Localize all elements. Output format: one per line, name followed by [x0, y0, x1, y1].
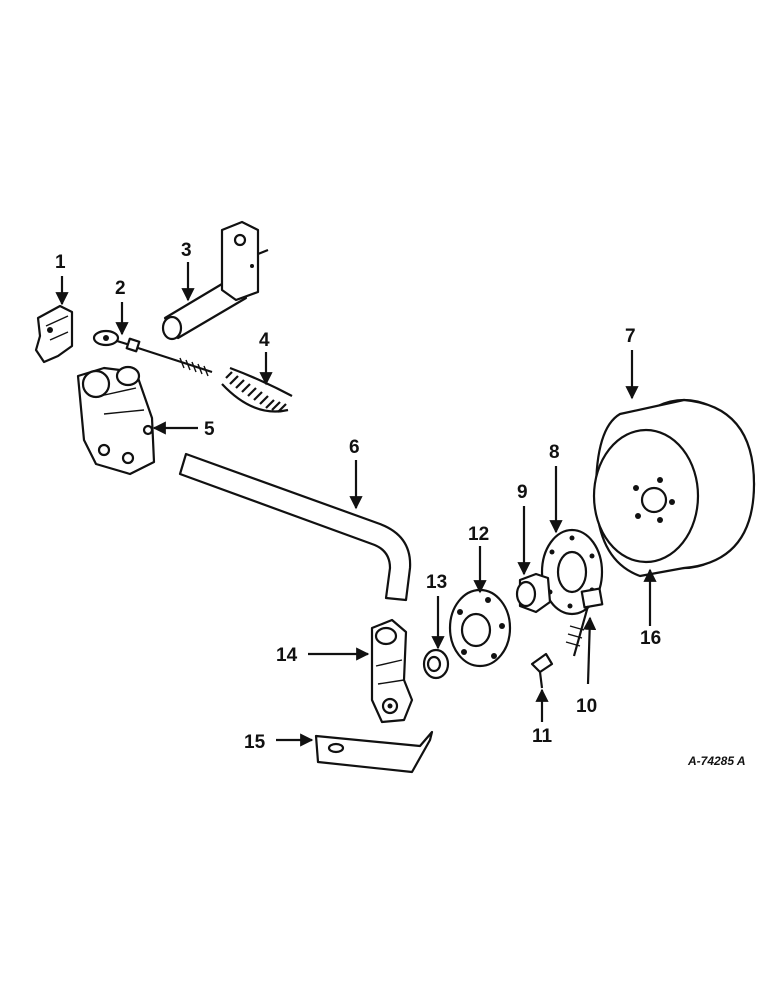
callout-15: 15	[244, 732, 266, 753]
part-6-bent-rod	[178, 452, 412, 602]
part-12-hub	[448, 588, 512, 668]
callout-numbers: 1 2 3 4 5 6 7 8 9 10 11 12 13 14 15 16	[55, 240, 661, 753]
callout-11: 11	[532, 726, 553, 747]
part-13-bushing	[422, 648, 450, 680]
part-11-fitting	[530, 652, 554, 689]
part-7-wheel	[592, 398, 756, 578]
part-15-bent-bracket	[314, 730, 434, 774]
callout-16: 16	[640, 628, 661, 649]
part-14-clamp-arm	[370, 618, 414, 724]
part-2-eye-bolt	[92, 329, 213, 377]
callout-1: 1	[55, 252, 66, 273]
part-5-bracket	[76, 365, 156, 476]
callout-4: 4	[259, 330, 270, 351]
callout-10: 10	[576, 696, 597, 717]
callout-5: 5	[204, 419, 215, 440]
drawing-reference: A-74285 A	[687, 754, 746, 768]
callout-9: 9	[517, 482, 528, 503]
callout-6: 6	[349, 437, 360, 458]
callout-3: 3	[181, 240, 192, 261]
part-10-bolt	[565, 587, 604, 657]
callout-leaders	[55, 262, 657, 747]
callout-13: 13	[426, 572, 447, 593]
part-1-clamp	[34, 304, 74, 364]
part-9-bearing	[515, 572, 552, 614]
callout-7: 7	[625, 326, 636, 347]
part-3-pin-bracket	[161, 220, 269, 341]
callout-8: 8	[549, 442, 560, 463]
callout-12: 12	[468, 524, 489, 545]
callout-14: 14	[276, 645, 298, 666]
part-4-spring	[221, 366, 293, 413]
callout-2: 2	[115, 278, 126, 299]
